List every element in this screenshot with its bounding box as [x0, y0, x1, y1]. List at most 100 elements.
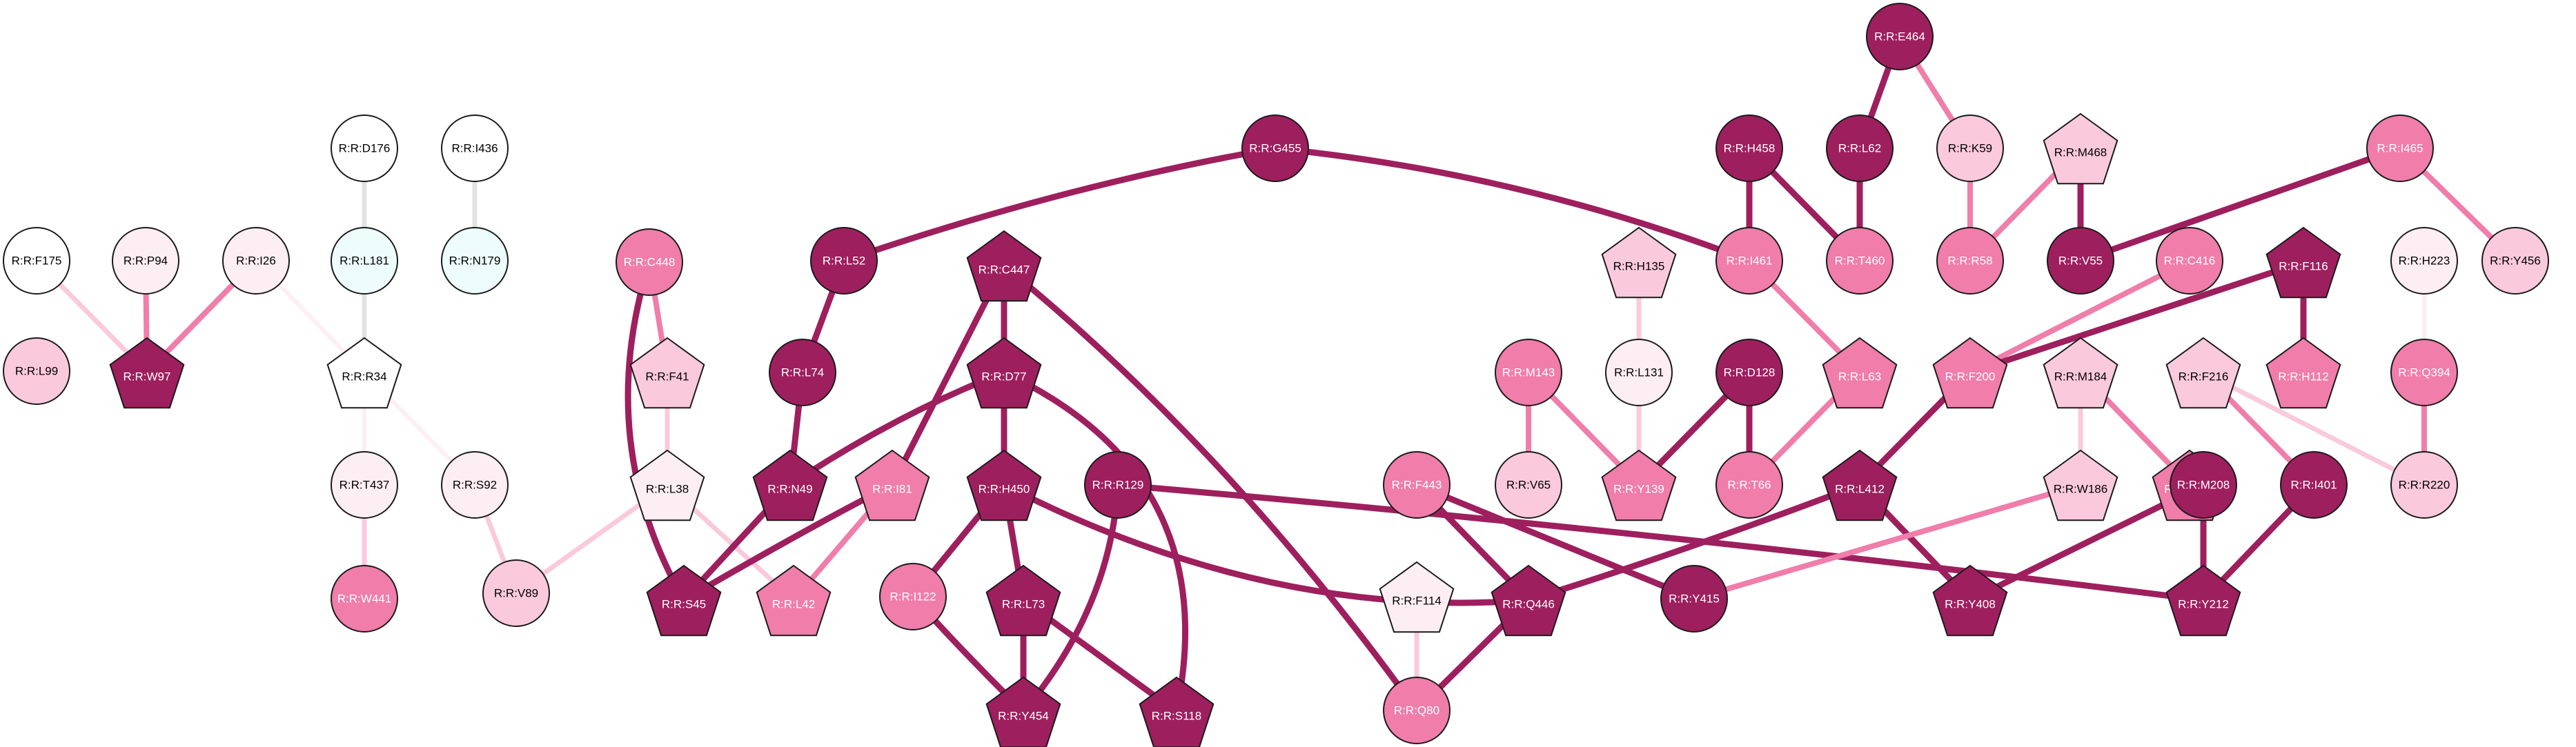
node-label: R:R:Y408	[1945, 598, 1996, 611]
node-label: R:R:H223	[2399, 255, 2450, 268]
node-label: R:R:I401	[2290, 479, 2337, 492]
node-c416: R:R:C416	[2156, 227, 2223, 295]
node-pentagon	[2043, 112, 2118, 185]
node-label: R:R:F116	[2279, 260, 2328, 273]
node-r129: R:R:R129	[1084, 451, 1152, 519]
node-pentagon	[985, 676, 1061, 747]
node-label: R:R:F200	[1945, 370, 1996, 384]
node-pentagon	[985, 564, 1061, 637]
node-i465: R:R:I465	[2366, 114, 2434, 182]
node-label: R:R:K59	[1948, 142, 1992, 155]
node-circle	[2390, 451, 2458, 519]
node-label: R:R:W441	[337, 592, 391, 606]
node-label: R:R:R220	[2399, 479, 2450, 492]
node-pentagon	[756, 564, 832, 637]
node-pentagon	[2265, 337, 2341, 409]
node-q394: R:R:Q394	[2390, 339, 2458, 406]
node-label: R:R:L42	[772, 598, 815, 611]
node-m468: R:R:M468	[2043, 112, 2118, 185]
node-label: R:R:Y139	[1613, 483, 1664, 496]
node-label: R:R:S92	[453, 479, 497, 492]
node-circle	[112, 227, 179, 295]
node-circle	[331, 114, 398, 182]
node-label: R:R:Q80	[1394, 704, 1439, 717]
node-label: R:R:L38	[646, 483, 689, 496]
node-y212: R:R:Y212	[2165, 564, 2241, 637]
node-circle	[222, 227, 290, 295]
node-d77: R:R:D77	[966, 337, 1042, 409]
node-l52: R:R:L52	[810, 227, 878, 295]
node-label: R:R:L99	[15, 365, 58, 378]
node-i81: R:R:I81	[854, 449, 930, 521]
node-t460: R:R:T460	[1826, 227, 1894, 295]
node-y415: R:R:Y415	[1660, 565, 1728, 633]
node-t66: R:R:T66	[1715, 451, 1783, 519]
node-label: R:R:L412	[1835, 483, 1885, 496]
node-label: R:R:H458	[1724, 142, 1776, 155]
node-label: R:R:E464	[1874, 30, 1925, 43]
edge-w186-y415	[1691, 482, 2083, 601]
node-h450: R:R:H450	[966, 449, 1042, 521]
node-h112: R:R:H112	[2265, 337, 2341, 409]
node-s92: R:R:S92	[441, 451, 509, 519]
node-label: R:R:R129	[1092, 479, 1144, 492]
node-f200: R:R:F200	[1932, 337, 2008, 409]
node-l99: R:R:L99	[3, 337, 70, 405]
node-label: R:R:D176	[339, 142, 391, 155]
node-label: R:R:F443	[1392, 479, 1442, 492]
node-pentagon	[1601, 226, 1677, 299]
node-pentagon	[966, 230, 1042, 302]
node-w97: R:R:W97	[109, 337, 185, 409]
node-pentagon	[2043, 449, 2118, 521]
node-label: R:R:T460	[1835, 255, 1885, 268]
edge-c416-f200	[1967, 258, 2192, 375]
edge-g455-l52	[840, 145, 1279, 264]
node-t437: R:R:T437	[331, 451, 398, 519]
node-label: R:R:C447	[979, 263, 1030, 277]
node-circle	[879, 563, 947, 630]
node-circle	[2156, 227, 2223, 295]
node-i401: R:R:I401	[2280, 451, 2348, 519]
edge-i465-v55	[2077, 145, 2403, 264]
node-label: R:R:I465	[2377, 142, 2423, 155]
node-label: R:R:G455	[1249, 142, 1301, 155]
node-v55: R:R:V55	[2047, 227, 2114, 295]
node-circle	[331, 565, 398, 633]
node-f41: R:R:F41	[629, 337, 705, 409]
node-w186: R:R:W186	[2043, 449, 2118, 521]
node-r34: R:R:R34	[326, 337, 402, 409]
node-label: R:R:H135	[1613, 260, 1665, 273]
edge-c447-q80	[1001, 262, 1420, 714]
node-label: R:R:I122	[889, 590, 936, 604]
node-pentagon	[854, 449, 930, 521]
node-label: R:R:D77	[981, 370, 1026, 384]
node-l42: R:R:L42	[756, 564, 832, 637]
edge-h450-q446	[1001, 481, 1532, 606]
node-n179: R:R:N179	[441, 227, 509, 295]
node-label: R:R:D128	[1724, 366, 1776, 379]
node-label: R:R:L63	[1838, 370, 1881, 384]
node-n49: R:R:N49	[752, 449, 828, 521]
node-pentagon	[1932, 564, 2008, 637]
node-circle	[1715, 114, 1783, 182]
node-l62: R:R:L62	[1826, 114, 1894, 182]
node-label: R:R:M208	[2177, 479, 2230, 492]
node-label: R:R:M468	[2054, 146, 2107, 159]
node-i122: R:R:I122	[879, 563, 947, 630]
node-f175: R:R:F175	[3, 227, 70, 295]
node-y139: R:R:Y139	[1601, 449, 1677, 521]
node-circle	[1660, 565, 1728, 633]
node-label: R:R:R58	[1947, 255, 1992, 268]
node-label: R:R:M184	[2054, 370, 2107, 384]
node-circle	[2390, 227, 2458, 295]
node-pentagon	[109, 337, 185, 409]
node-label: R:R:I436	[451, 142, 498, 155]
node-i26: R:R:I26	[222, 227, 290, 295]
node-pentagon	[2165, 337, 2241, 409]
node-label: R:R:L131	[1614, 366, 1664, 379]
edge-g455-i461	[1272, 145, 1753, 264]
node-d128: R:R:D128	[1715, 339, 1783, 406]
node-h135: R:R:H135	[1601, 226, 1677, 299]
node-label: R:R:S45	[662, 598, 706, 611]
node-h223: R:R:H223	[2390, 227, 2458, 295]
